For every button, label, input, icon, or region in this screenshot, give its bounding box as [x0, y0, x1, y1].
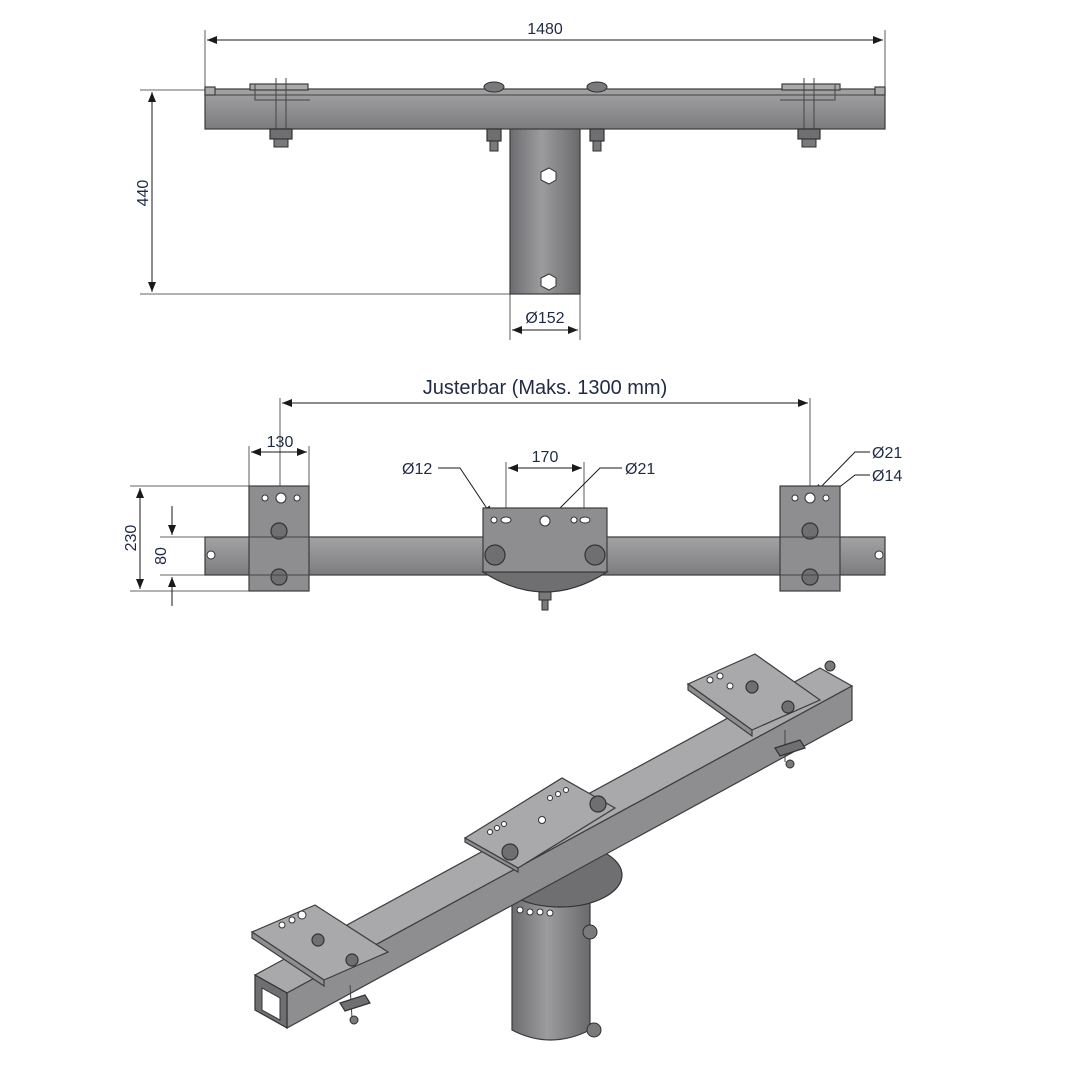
- left-clamp-top: [249, 78, 310, 148]
- pipe-diameter-label: Ø152: [525, 310, 564, 327]
- plate-height-label: 230: [123, 525, 140, 552]
- side-hole-small-label: Ø14: [872, 468, 902, 485]
- hole-center-label: Ø21: [625, 461, 655, 478]
- side-hole-large-label: Ø21: [872, 445, 902, 462]
- height-dimension-label: 440: [135, 180, 152, 207]
- left-mount-plate: [248, 485, 310, 592]
- width-dimension-label: 1480: [527, 21, 563, 38]
- top-pipe: [509, 127, 581, 295]
- front-view: Justerbar (Maks. 1300 mm) 130 230 80 170…: [123, 377, 902, 611]
- plate-width-label: 130: [267, 434, 294, 451]
- iso-left-plate: [250, 904, 390, 1025]
- iso-right-plate: [686, 653, 822, 769]
- isometric-view: [250, 653, 854, 1041]
- adjust-dimension-label: Justerbar (Maks. 1300 mm): [423, 377, 668, 399]
- top-view: 1480 440 Ø152: [135, 21, 886, 340]
- iso-pipe: [511, 899, 591, 1041]
- hole-small-label: Ø12: [402, 461, 432, 478]
- right-mount-plate: [779, 485, 841, 592]
- top-crossbar: [204, 88, 886, 130]
- right-clamp-top: [780, 78, 841, 148]
- bar-height-label: 80: [153, 547, 170, 565]
- center-spacing-label: 170: [532, 449, 559, 466]
- center-mount-plate: [480, 507, 610, 611]
- iso-center-plate: [463, 777, 617, 874]
